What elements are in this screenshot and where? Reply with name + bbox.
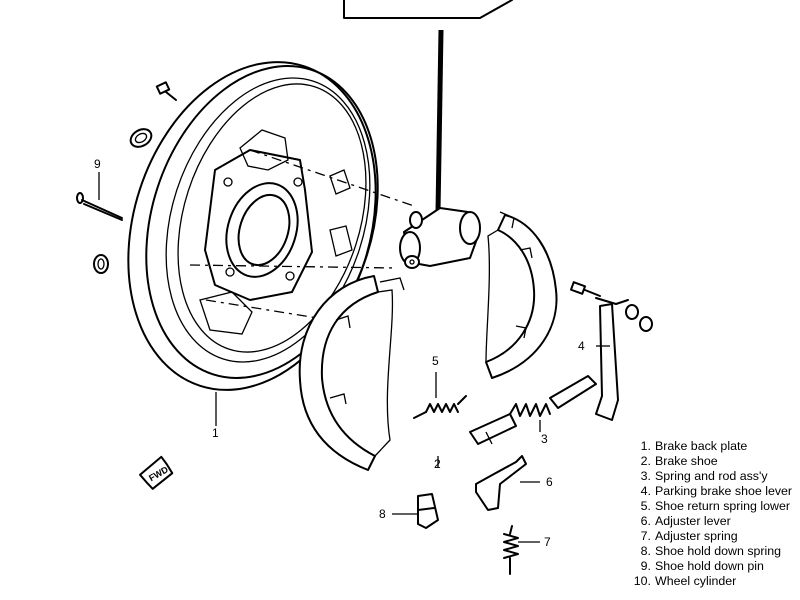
legend-item: 5.Shoe return spring lower xyxy=(640,499,790,513)
plate-bolt xyxy=(155,81,177,101)
callout-2: 2 xyxy=(434,457,441,471)
legend-item: 3.Spring and rod ass'y xyxy=(640,469,768,483)
plug-grommet-upper xyxy=(129,128,153,148)
brake-shoe-front xyxy=(485,211,558,379)
legend-item: 7.Adjuster spring xyxy=(640,529,738,543)
callout-9: 9 xyxy=(94,157,101,171)
legend-item: 1.Brake back plate xyxy=(640,439,748,453)
callout-8: 8 xyxy=(379,507,386,521)
callout-7: 7 xyxy=(544,535,551,549)
brake-back-plate xyxy=(127,61,379,391)
shoe-hold-down-pin xyxy=(76,192,123,221)
adjuster-spring xyxy=(503,525,519,575)
shoe-hold-down-spring xyxy=(417,493,439,529)
shoe-return-spring-lower xyxy=(413,372,467,419)
fwd-arrow: FWD xyxy=(139,455,174,490)
parts-legend: 1.Brake back plate 2.Brake shoe 3.Spring… xyxy=(624,439,792,589)
callout-1: 1 xyxy=(212,426,219,440)
leader-lines xyxy=(98,172,610,543)
callout-4: 4 xyxy=(578,339,585,353)
brake-shoe-rear xyxy=(298,275,405,471)
plug-grommet-lower xyxy=(93,254,109,274)
legend-item: 2.Brake shoe xyxy=(640,454,718,468)
legend-item: 4.Parking brake shoe lever xyxy=(640,484,793,498)
callout-3: 3 xyxy=(541,432,548,446)
adjuster-lever xyxy=(475,455,527,511)
legend-item: 10.Wheel cylinder xyxy=(633,574,737,588)
callout-5: 5 xyxy=(432,354,439,368)
inset-box-pointer xyxy=(343,0,513,213)
wheel-cylinder xyxy=(399,207,481,269)
legend-item: 8.Shoe hold down spring xyxy=(640,544,782,558)
parking-brake-shoe-lever xyxy=(569,281,653,421)
legend-item: 9.Shoe hold down pin xyxy=(640,559,764,573)
callout-6: 6 xyxy=(546,475,553,489)
assembly-lines xyxy=(189,149,415,321)
spring-rod-assembly xyxy=(469,375,597,445)
legend-item: 6.Adjuster lever xyxy=(640,514,731,528)
